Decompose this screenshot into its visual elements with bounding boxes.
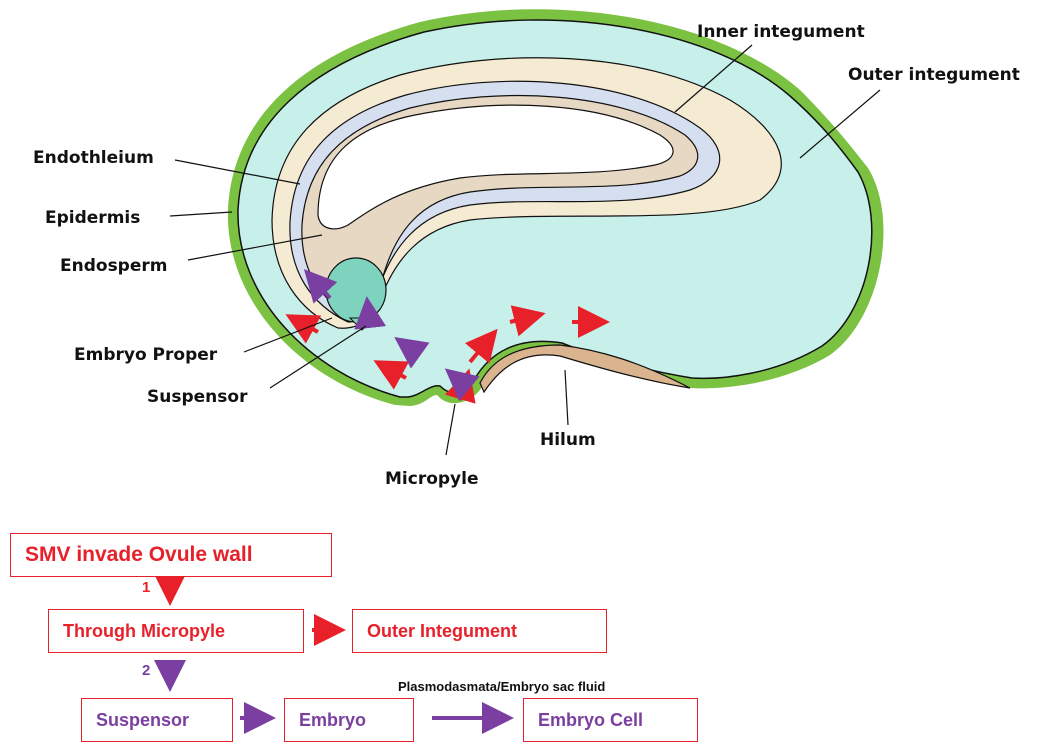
flow-box-smv-invade: SMV invade Ovule wall [10,533,332,577]
label-endosperm: Endosperm [60,256,167,276]
label-micropyle: Micropyle [385,469,479,489]
embryo-proper [326,258,386,322]
flow-box-embryo: Embryo [284,698,414,742]
label-hilum: Hilum [540,430,596,450]
label-epidermis: Epidermis [45,208,140,228]
flow-box-micropyle: Through Micropyle [48,609,304,653]
flow-step-1: 1 [142,579,150,596]
label-endothelium: Endothleium [33,148,154,168]
label-embryo-proper: Embryo Proper [74,345,218,365]
flow-box-embryo-cell: Embryo Cell [523,698,698,742]
flow-box-outer-integument: Outer Integument [352,609,607,653]
flow-note-plasmodesmata: Plasmodasmata/Embryo sac fluid [398,679,605,694]
purple-arrow [368,308,370,326]
label-inner-integument: Inner integument [697,22,865,42]
label-outer-integument: Outer integument [848,65,1020,85]
label-suspensor: Suspensor [147,387,248,407]
flow-box-suspensor: Suspensor [81,698,233,742]
flow-step-2: 2 [142,662,150,679]
